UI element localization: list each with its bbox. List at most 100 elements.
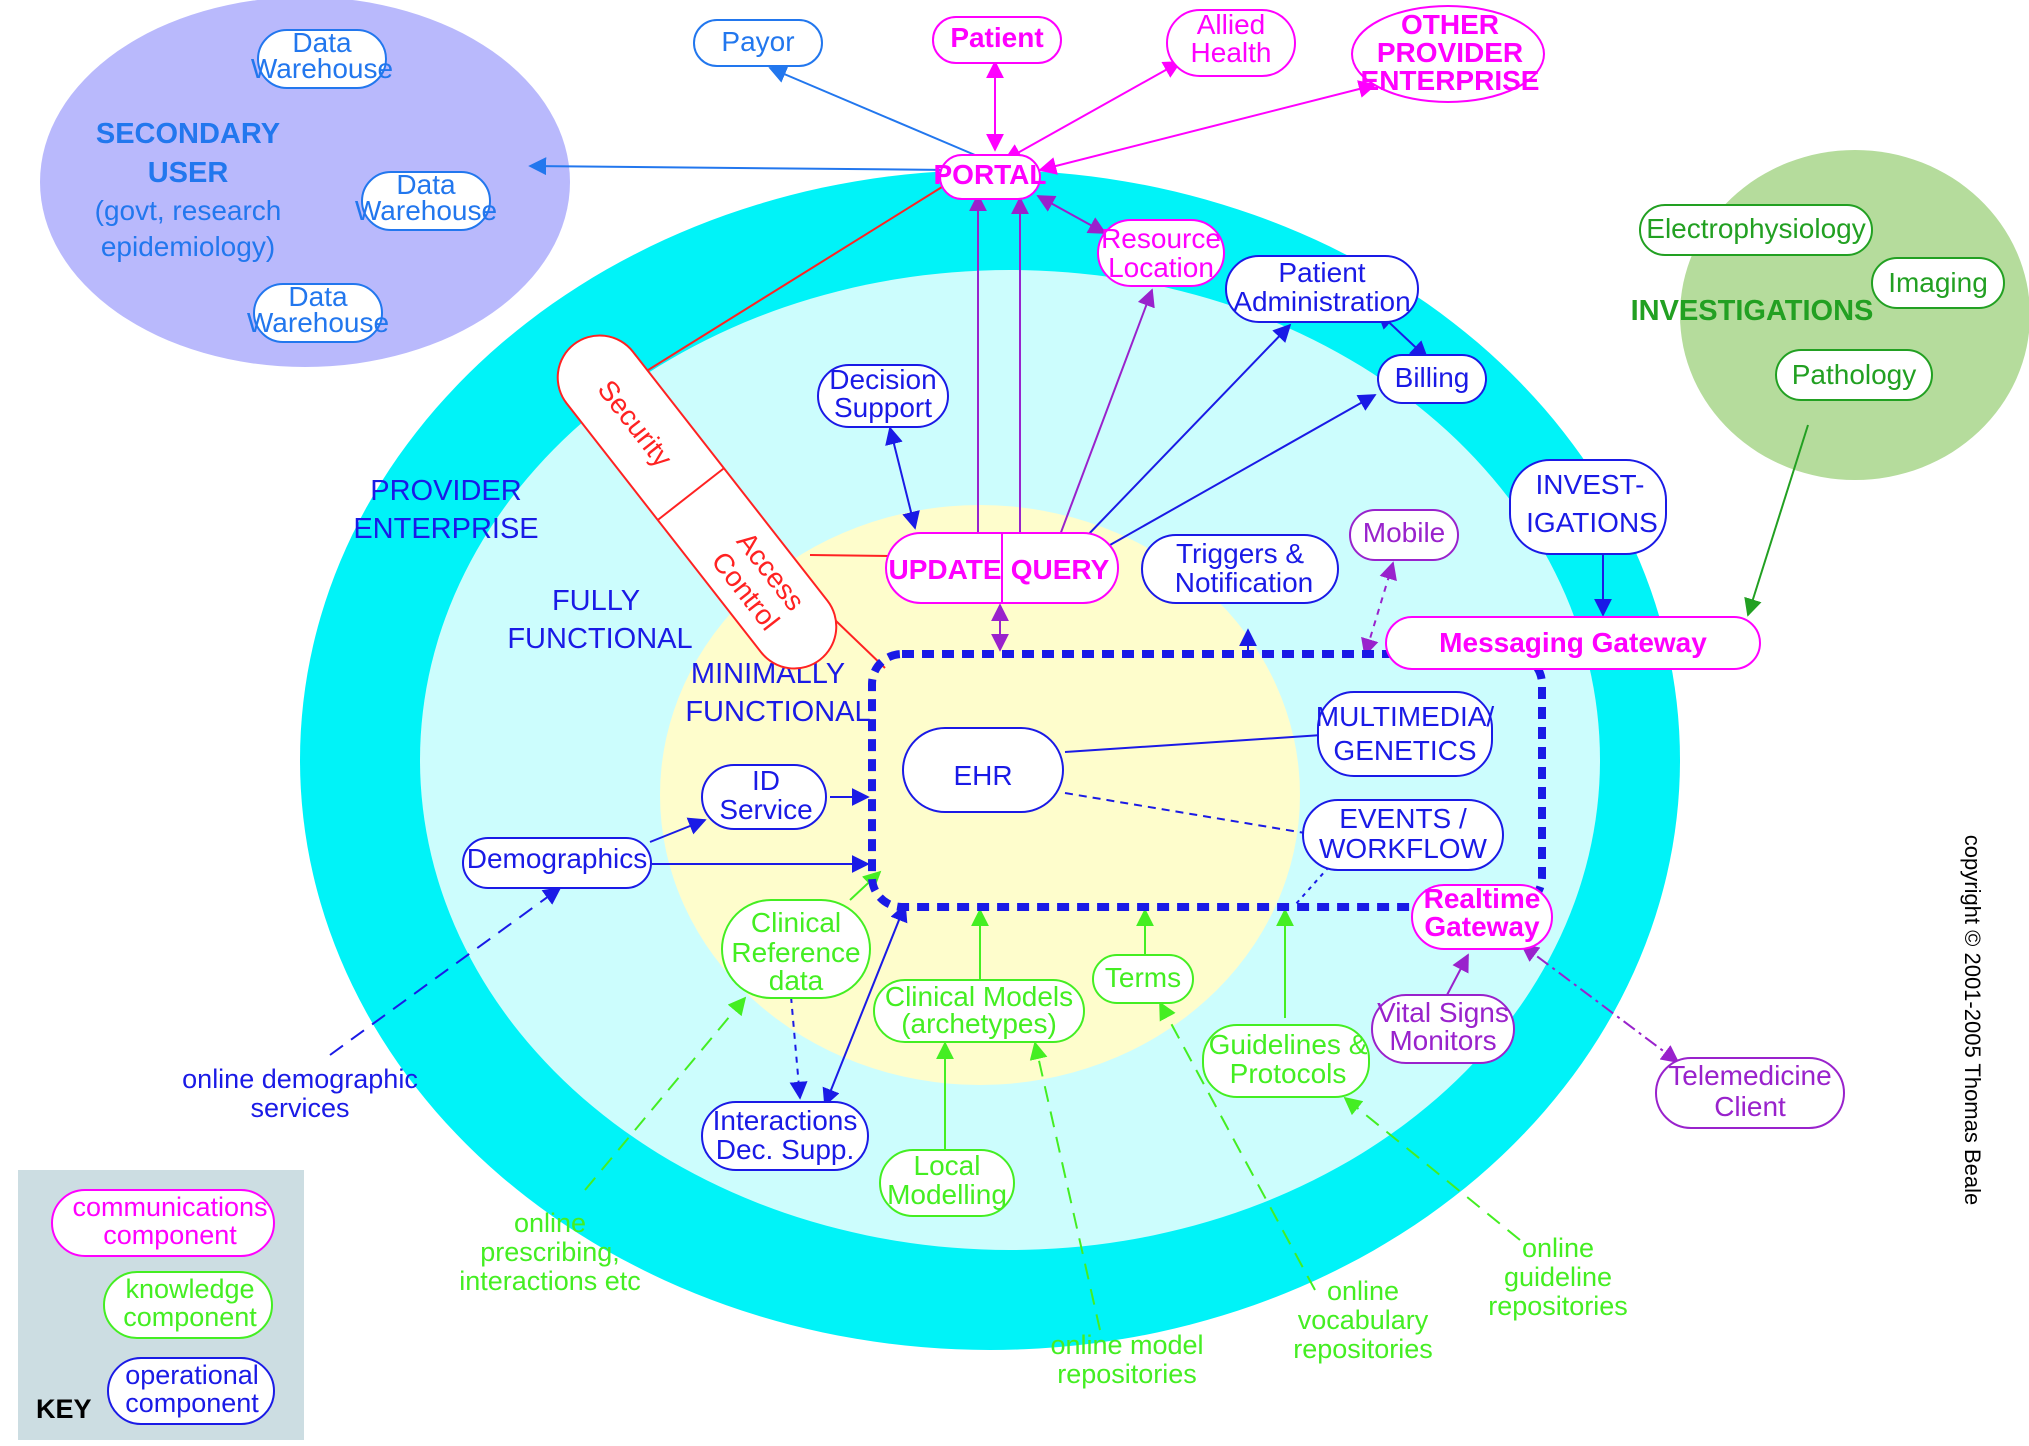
online-vocabulary-line1: online <box>1327 1276 1399 1306</box>
ehr-core-boundary <box>868 650 1546 911</box>
telemedicine-line2: Client <box>1714 1091 1786 1122</box>
decision-support-node[interactable]: Decision Support <box>817 364 949 428</box>
data-warehouse-2[interactable]: Data Warehouse <box>355 169 497 231</box>
online-prescribing-line1: online <box>514 1208 586 1238</box>
pathology-node[interactable]: Pathology <box>1775 349 1933 401</box>
imaging-label: Imaging <box>1888 267 1988 298</box>
demographics-label: Demographics <box>467 843 648 874</box>
online-demographic-line1: online demographic <box>182 1064 418 1094</box>
clinical-reference-data-node[interactable]: Clinical Reference data <box>721 899 871 999</box>
telemedicine-client-node[interactable]: Telemedicine Client <box>1655 1057 1845 1129</box>
data-warehouse-1-line2: Warehouse <box>251 53 393 84</box>
ehr-label: EHR <box>953 760 1012 791</box>
online-vocabulary-repositories-label: online vocabulary repositories <box>1293 1276 1433 1364</box>
decision-support-line2: Support <box>834 392 932 423</box>
provider-enterprise-line2: ENTERPRISE <box>353 513 538 545</box>
portal-node[interactable]: PORTAL <box>933 154 1047 200</box>
interactions-ehr <box>822 903 908 1107</box>
query-to-patient-admin <box>1084 323 1292 539</box>
online-model-repositories-label: online model repositories <box>1050 1330 1203 1389</box>
multimedia-line2: GENETICS <box>1333 735 1476 766</box>
key-operational: operational component <box>107 1357 275 1425</box>
key-communications: communications component <box>51 1189 275 1257</box>
query-label[interactable]: QUERY <box>1011 554 1110 585</box>
online-model-line1: online model <box>1050 1330 1203 1360</box>
decision-support-line1: Decision <box>829 364 936 395</box>
online-guideline-line2: guideline <box>1504 1262 1612 1292</box>
decision-support-update <box>885 426 920 530</box>
allied-health-node[interactable]: Allied Health <box>1166 9 1296 77</box>
investigations-region-label: INVESTIGATIONS <box>1631 295 1874 327</box>
guidelines-line2: Protocols <box>1230 1058 1347 1089</box>
telemedicine-realtime <box>1520 943 1680 1064</box>
guidelines-line1: Guidelines & <box>1209 1029 1368 1060</box>
key-operational-line1: operational <box>125 1360 259 1390</box>
data-warehouse-2-line1: Data <box>396 169 456 200</box>
key-knowledge-line1: knowledge <box>125 1274 254 1304</box>
portal-other-provider <box>1038 80 1377 175</box>
id-service-line1: ID <box>752 765 780 796</box>
online-vocabulary-line2: vocabulary <box>1298 1305 1429 1335</box>
mobile-node[interactable]: Mobile <box>1349 509 1459 561</box>
id-service-line2: Service <box>719 794 812 825</box>
ehr-multimedia <box>1064 734 1323 753</box>
patient-administration-node[interactable]: Patient Administration <box>1225 255 1419 323</box>
portal-label: PORTAL <box>933 159 1046 190</box>
multimedia-genetics-node[interactable]: MULTIMEDIA/ GENETICS <box>1316 691 1495 777</box>
clinical-reference-line2: Reference <box>731 937 860 968</box>
other-provider-line3: ENTERPRISE <box>1361 65 1540 96</box>
events-workflow-node[interactable]: EVENTS / WORKFLOW <box>1302 799 1504 871</box>
query-to-resource-location <box>1059 288 1155 536</box>
events-line2: WORKFLOW <box>1319 833 1488 864</box>
update-label[interactable]: UPDATE <box>888 554 1001 585</box>
clinical-models-line1: Clinical Models <box>885 981 1073 1012</box>
vital-signs-monitors-node[interactable]: Vital Signs Monitors <box>1371 994 1515 1064</box>
online-model-to-clinical-models <box>1029 1041 1101 1331</box>
minimally-functional-line1: MINIMALLY <box>691 658 845 690</box>
portal-to-secondary-user <box>528 157 951 176</box>
online-guideline-line1: online <box>1522 1233 1594 1263</box>
imaging-node[interactable]: Imaging <box>1871 257 2005 309</box>
online-model-line2: repositories <box>1057 1359 1197 1389</box>
online-demographic-line2: services <box>250 1093 349 1123</box>
demographics-node[interactable]: Demographics <box>462 837 652 889</box>
portal-to-payor <box>768 66 976 156</box>
billing-node[interactable]: Billing <box>1377 354 1487 404</box>
clinical-models-node[interactable]: Clinical Models (archetypes) <box>873 979 1085 1043</box>
realtime-gateway-node[interactable]: Realtime Gateway <box>1411 883 1553 950</box>
guidelines-protocols-node[interactable]: Guidelines & Protocols <box>1202 1024 1370 1098</box>
local-modelling-line1: Local <box>914 1150 981 1181</box>
id-service-node[interactable]: ID Service <box>701 764 827 830</box>
investigations-node[interactable]: INVEST- IGATIONS <box>1509 459 1667 555</box>
patient-label: Patient <box>950 22 1043 53</box>
online-guideline-to-guidelines <box>1343 1096 1521 1241</box>
allied-health-line1: Allied <box>1197 9 1265 40</box>
payor-node[interactable]: Payor <box>693 19 823 67</box>
electrophysiology-node[interactable]: Electrophysiology <box>1639 204 1873 256</box>
terms-node[interactable]: Terms <box>1092 954 1194 1004</box>
realtime-gateway-line1: Realtime <box>1424 883 1541 914</box>
multimedia-line1: MULTIMEDIA/ <box>1316 701 1495 732</box>
interactions-dec-supp-node[interactable]: Interactions Dec. Supp. <box>701 1101 869 1171</box>
data-warehouse-3[interactable]: Data Warehouse <box>247 281 389 343</box>
clinical-reference-line3: data <box>769 965 824 996</box>
key-title: KEY <box>36 1394 92 1424</box>
triggers-notification-node[interactable]: Triggers & Notification <box>1141 534 1339 604</box>
secondary-user-title-line1: SECONDARY <box>96 118 280 150</box>
resource-location-node[interactable]: Resource Location <box>1097 219 1225 287</box>
patient-node[interactable]: Patient <box>932 16 1062 64</box>
other-provider-enterprise-node[interactable]: OTHER PROVIDER ENTERPRISE <box>1351 5 1545 103</box>
data-warehouse-1[interactable]: Data Warehouse <box>251 27 393 89</box>
payor-label: Payor <box>721 26 794 57</box>
online-vocabulary-line3: repositories <box>1293 1334 1433 1364</box>
resource-location-line2: Location <box>1108 252 1214 283</box>
messaging-gateway-node[interactable]: Messaging Gateway <box>1385 616 1761 670</box>
update-query-node[interactable]: UPDATE QUERY <box>885 532 1119 604</box>
security-to-portal <box>607 181 951 396</box>
ehr-node[interactable]: EHR <box>902 727 1064 813</box>
fully-functional-line1: FULLY <box>552 585 640 617</box>
local-modelling-line2: Modelling <box>887 1179 1007 1210</box>
local-modelling-node[interactable]: Local Modelling <box>879 1149 1015 1217</box>
